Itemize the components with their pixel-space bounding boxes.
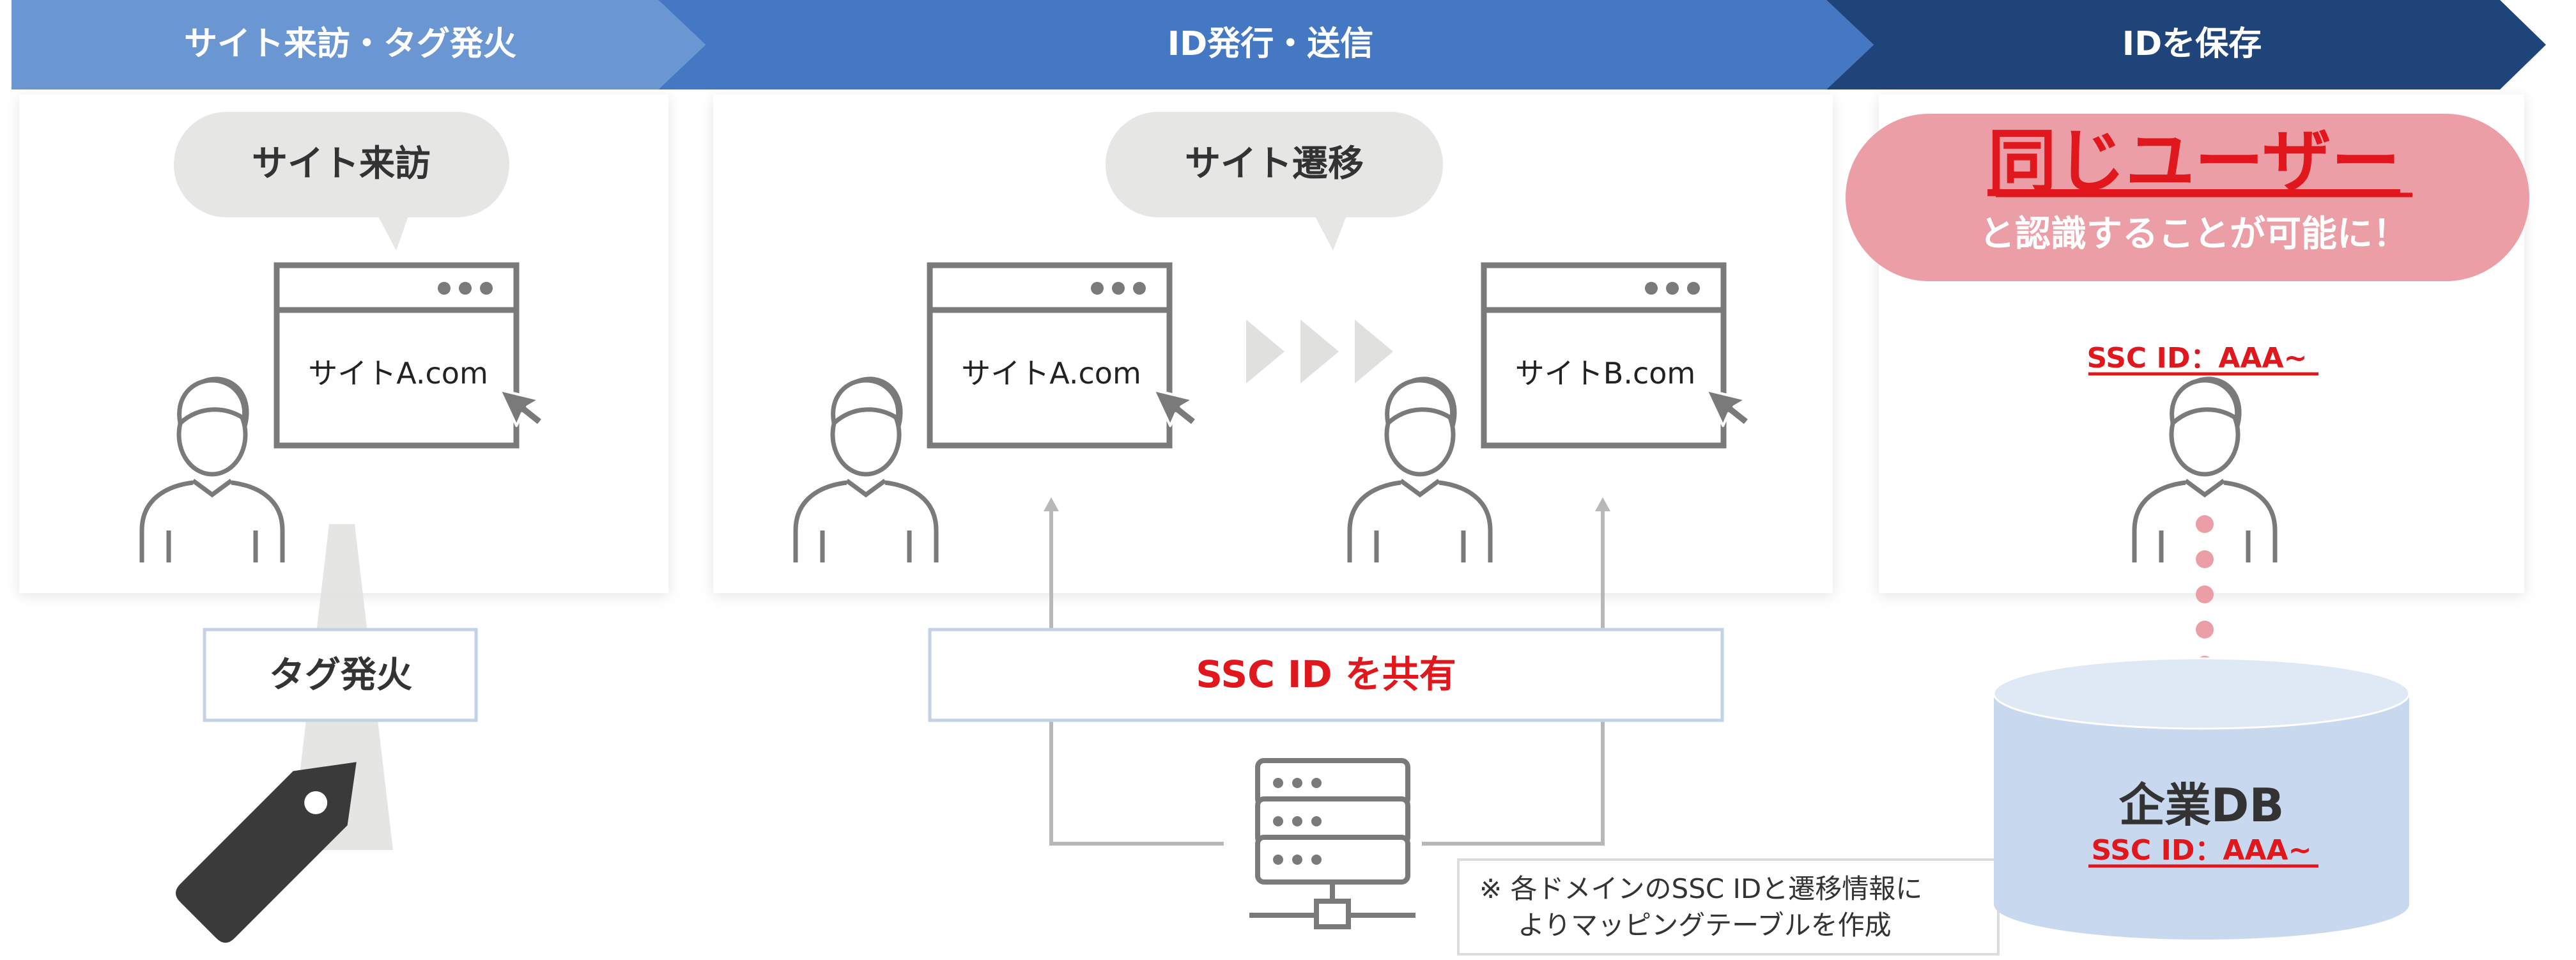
visit-bubble: サイト来訪	[174, 112, 509, 251]
arrow-up-icon	[1595, 497, 1610, 511]
site-b-browser: サイトB.com	[1484, 265, 1724, 445]
database-label: 企業DB	[2119, 778, 2285, 832]
step-header: サイト来訪・タグ発火 ID発行・送信 IDを保存	[12, 0, 2546, 89]
user-ssc-id: SSC ID：AAA~	[2087, 342, 2308, 375]
arrow-up-icon	[1044, 497, 1059, 511]
play-arrow-icon	[1246, 320, 1284, 383]
mapping-note-line-2: よりマッピングテーブルを作成	[1518, 910, 1892, 941]
result-headline: 同じユーザー	[1987, 122, 2400, 202]
step-2-label: ID発行・送信	[1168, 25, 1374, 63]
transition-bubble-label: サイト遷移	[1185, 143, 1364, 185]
step-2-chevron	[658, 0, 1874, 89]
database-ssc-id: SSC ID：AAA~	[2092, 834, 2312, 867]
tag-fire-box: タグ発火	[203, 628, 478, 722]
site-a-url: サイトA.com	[961, 356, 1141, 391]
tag-fire-label: タグ発火	[269, 654, 412, 696]
play-arrow-icon	[1355, 320, 1393, 383]
play-arrow-icon	[1300, 320, 1339, 383]
result-bubble: 同じユーザー と認識することが可能に！	[1846, 114, 2529, 281]
step-3-label: IDを保存	[2122, 25, 2262, 63]
site-a-browser: サイトA.com	[930, 265, 1169, 445]
result-subline: と認識することが可能に！	[1979, 213, 2409, 255]
step-1-chevron	[12, 0, 706, 89]
mapping-note-line-1: ※ 各ドメインのSSC IDと遷移情報に	[1479, 873, 1922, 904]
database-icon: 企業DB SSC ID：AAA~	[1993, 657, 2410, 940]
transition-arrows	[1246, 320, 1393, 383]
share-id-label: SSC ID を共有	[1196, 653, 1456, 696]
server-connector	[1049, 511, 1605, 846]
transition-bubble: サイト遷移	[1106, 112, 1443, 251]
tag-icon	[175, 762, 357, 943]
step-3-chevron	[1826, 0, 2546, 89]
site-b-url: サイトB.com	[1515, 356, 1695, 391]
visit-browser-url: サイトA.com	[308, 356, 488, 391]
visit-bubble-label: サイト来訪	[252, 143, 431, 185]
visit-browser: サイトA.com	[277, 265, 516, 445]
mapping-note: ※ 各ドメインのSSC IDと遷移情報に よりマッピングテーブルを作成	[1457, 858, 2000, 956]
share-id-box: SSC ID を共有	[928, 628, 1724, 722]
step-1-label: サイト来訪・タグ発火	[184, 25, 516, 63]
server-icon	[1249, 758, 1415, 929]
